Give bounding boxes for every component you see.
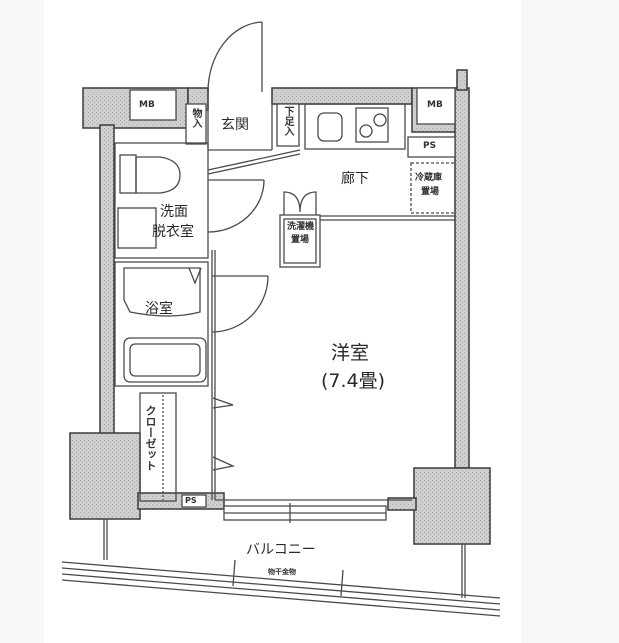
entrance-label: 玄関: [221, 117, 249, 133]
fridge-space-label-line1: 冷蔵庫: [415, 173, 443, 183]
kitchen-sink: [317, 112, 343, 142]
fridge-space-label-line2: 置場: [421, 187, 440, 197]
washroom-label-line1: 洗面: [160, 204, 188, 220]
mb-label-left: MB: [139, 100, 155, 110]
wall-top-strip-2: [271, 87, 413, 105]
mb-label-right: MB: [427, 100, 443, 110]
wall-bottom-right-pillar: [413, 467, 491, 545]
closet-door-1: [212, 397, 234, 409]
left-margin-strip: [0, 0, 44, 643]
wall-bottom-right-strip: [387, 497, 417, 511]
kitchen-counter: [304, 103, 406, 150]
washer-space-label-line2: 置場: [291, 235, 310, 245]
ps-label-top: PS: [423, 141, 437, 151]
ps-box-bottom: [181, 494, 207, 508]
washroom-room: [114, 142, 209, 259]
toilet-bowl: [135, 156, 181, 194]
bathroom-floor: [123, 267, 201, 317]
shoe-box-label: 下足入: [282, 106, 293, 136]
mb-box-left: [129, 89, 177, 121]
bathtub: [123, 337, 207, 383]
storage-entrance-label: 物入: [190, 108, 201, 128]
closet-label: クローゼット: [144, 405, 157, 471]
stove: [355, 107, 389, 143]
wall-right-column: [454, 87, 470, 469]
ps-label-bottom: PS: [185, 496, 197, 505]
balcony-note: 物干金物: [268, 568, 296, 576]
wall-left-column: [99, 124, 115, 438]
toilet-tank: [119, 154, 137, 194]
storage-entrance-box: [185, 103, 207, 145]
closet-door-2: [212, 456, 236, 471]
mb-box-right: [416, 87, 456, 125]
western-room-label: 洋室: [331, 342, 370, 364]
bathroom-door-swing: [211, 275, 269, 333]
interior-lines: [61, 21, 501, 617]
wall-right-nub: [456, 69, 468, 91]
shoe-box: [276, 103, 300, 147]
closet-room: [139, 392, 177, 502]
balcony-railing: [61, 561, 501, 599]
ps-box-top: [407, 136, 456, 158]
balcony-label: バルコニー: [246, 542, 316, 558]
hallway-label: 廊下: [341, 171, 369, 187]
washer-space-label-line1: 洗濯機: [287, 222, 315, 232]
burner-2: [373, 113, 387, 127]
bathroom-room: [114, 261, 209, 387]
entrance-door-swing: [207, 21, 263, 93]
washer-door-swing: [283, 191, 317, 215]
washroom-label-line2: 脱衣室: [152, 224, 194, 240]
burner-1: [359, 124, 373, 138]
bathtub-inner: [129, 343, 201, 377]
fridge-space: [410, 162, 456, 214]
western-room-size: (7.4畳): [321, 370, 386, 392]
washroom-door-swing: [207, 179, 265, 233]
right-margin-strip: [521, 0, 619, 643]
wall-bottom-left-pillar: [69, 432, 141, 520]
bath-vent-mark: [188, 267, 202, 285]
bathroom-label: 浴室: [145, 301, 173, 317]
wash-basin: [117, 207, 157, 249]
washer-space: [279, 214, 321, 268]
